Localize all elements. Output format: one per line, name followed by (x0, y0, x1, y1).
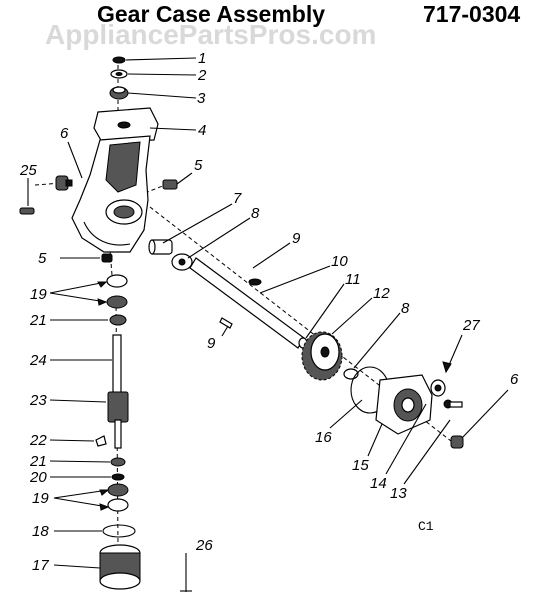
diagram-title: Gear Case Assembly (97, 1, 325, 27)
callout-25: 25 (19, 162, 37, 179)
part-19-bearing-lower (107, 483, 129, 512)
part-9-key (219, 317, 233, 329)
leader-lines (27, 57, 509, 569)
callout-2: 2 (197, 67, 207, 84)
callout-21-lower: 21 (29, 453, 47, 470)
part-5-plug-lower (101, 253, 113, 263)
callout-6-left: 6 (60, 125, 69, 142)
part-7-spacer (148, 239, 173, 255)
part-8-washer (171, 253, 193, 271)
callout-16: 16 (315, 429, 332, 446)
part-12-gear (301, 331, 343, 381)
part-20-washer (111, 473, 125, 481)
callout-22: 22 (29, 432, 47, 449)
part-17-housing (99, 544, 141, 590)
part-25-screw (19, 207, 35, 215)
callout-14: 14 (370, 475, 387, 492)
part-1-nut (112, 56, 126, 64)
part-21-washer-upper (109, 314, 127, 326)
callout-6-right: 6 (510, 371, 519, 388)
callout-1: 1 (198, 50, 206, 67)
callout-24: 24 (29, 352, 47, 369)
part-3-cap (109, 86, 129, 100)
callout-5-lower: 5 (38, 250, 47, 267)
callout-9-lower: 9 (207, 335, 216, 352)
callout-18: 18 (32, 523, 49, 540)
part-5-plug-upper (162, 179, 178, 190)
callout-9-upper: 9 (292, 230, 301, 247)
callout-4: 4 (198, 122, 206, 139)
part-23-worm (107, 391, 129, 449)
callout-20: 20 (29, 469, 47, 486)
callout-7: 7 (233, 190, 242, 207)
part-19-bearing-upper (106, 274, 128, 309)
callout-8-second: 8 (401, 300, 410, 317)
part-2-washer (110, 69, 128, 79)
watermark-text: AppliancePartsPros.com (45, 19, 376, 50)
arrow-heads (97, 281, 452, 511)
callout-11: 11 (345, 271, 361, 288)
callout-23: 23 (29, 392, 47, 409)
part-24-shaft (112, 334, 122, 396)
part-21-washer-lower (110, 457, 126, 467)
part-14-bushing (430, 379, 446, 397)
part-13-screw (443, 399, 463, 409)
callout-19-lower: 19 (32, 490, 49, 507)
callout-26: 26 (195, 537, 213, 554)
gear-case-housing (71, 135, 151, 253)
part-18-o-ring (102, 524, 136, 538)
part-6-fitting-right (450, 435, 464, 449)
diagram-code: C1 (418, 519, 434, 534)
callout-13: 13 (390, 485, 407, 502)
part-6-fitting (55, 175, 73, 191)
model-number: 717-0304 (423, 1, 520, 27)
part-15-cover (375, 374, 433, 435)
callout-12: 12 (373, 285, 390, 302)
callout-10: 10 (331, 253, 348, 270)
callout-21-upper: 21 (29, 312, 47, 329)
part-26-pin (180, 560, 192, 592)
callout-5-upper: 5 (194, 157, 203, 174)
callout-3: 3 (197, 90, 206, 107)
part-22-key (95, 435, 107, 447)
callout-27: 27 (462, 317, 480, 334)
part-4-plate (93, 107, 159, 143)
part-10-shaft (189, 257, 305, 349)
callout-19-upper: 19 (30, 286, 47, 303)
callout-8: 8 (251, 205, 260, 222)
callout-15: 15 (352, 457, 369, 474)
callout-17: 17 (32, 557, 49, 574)
